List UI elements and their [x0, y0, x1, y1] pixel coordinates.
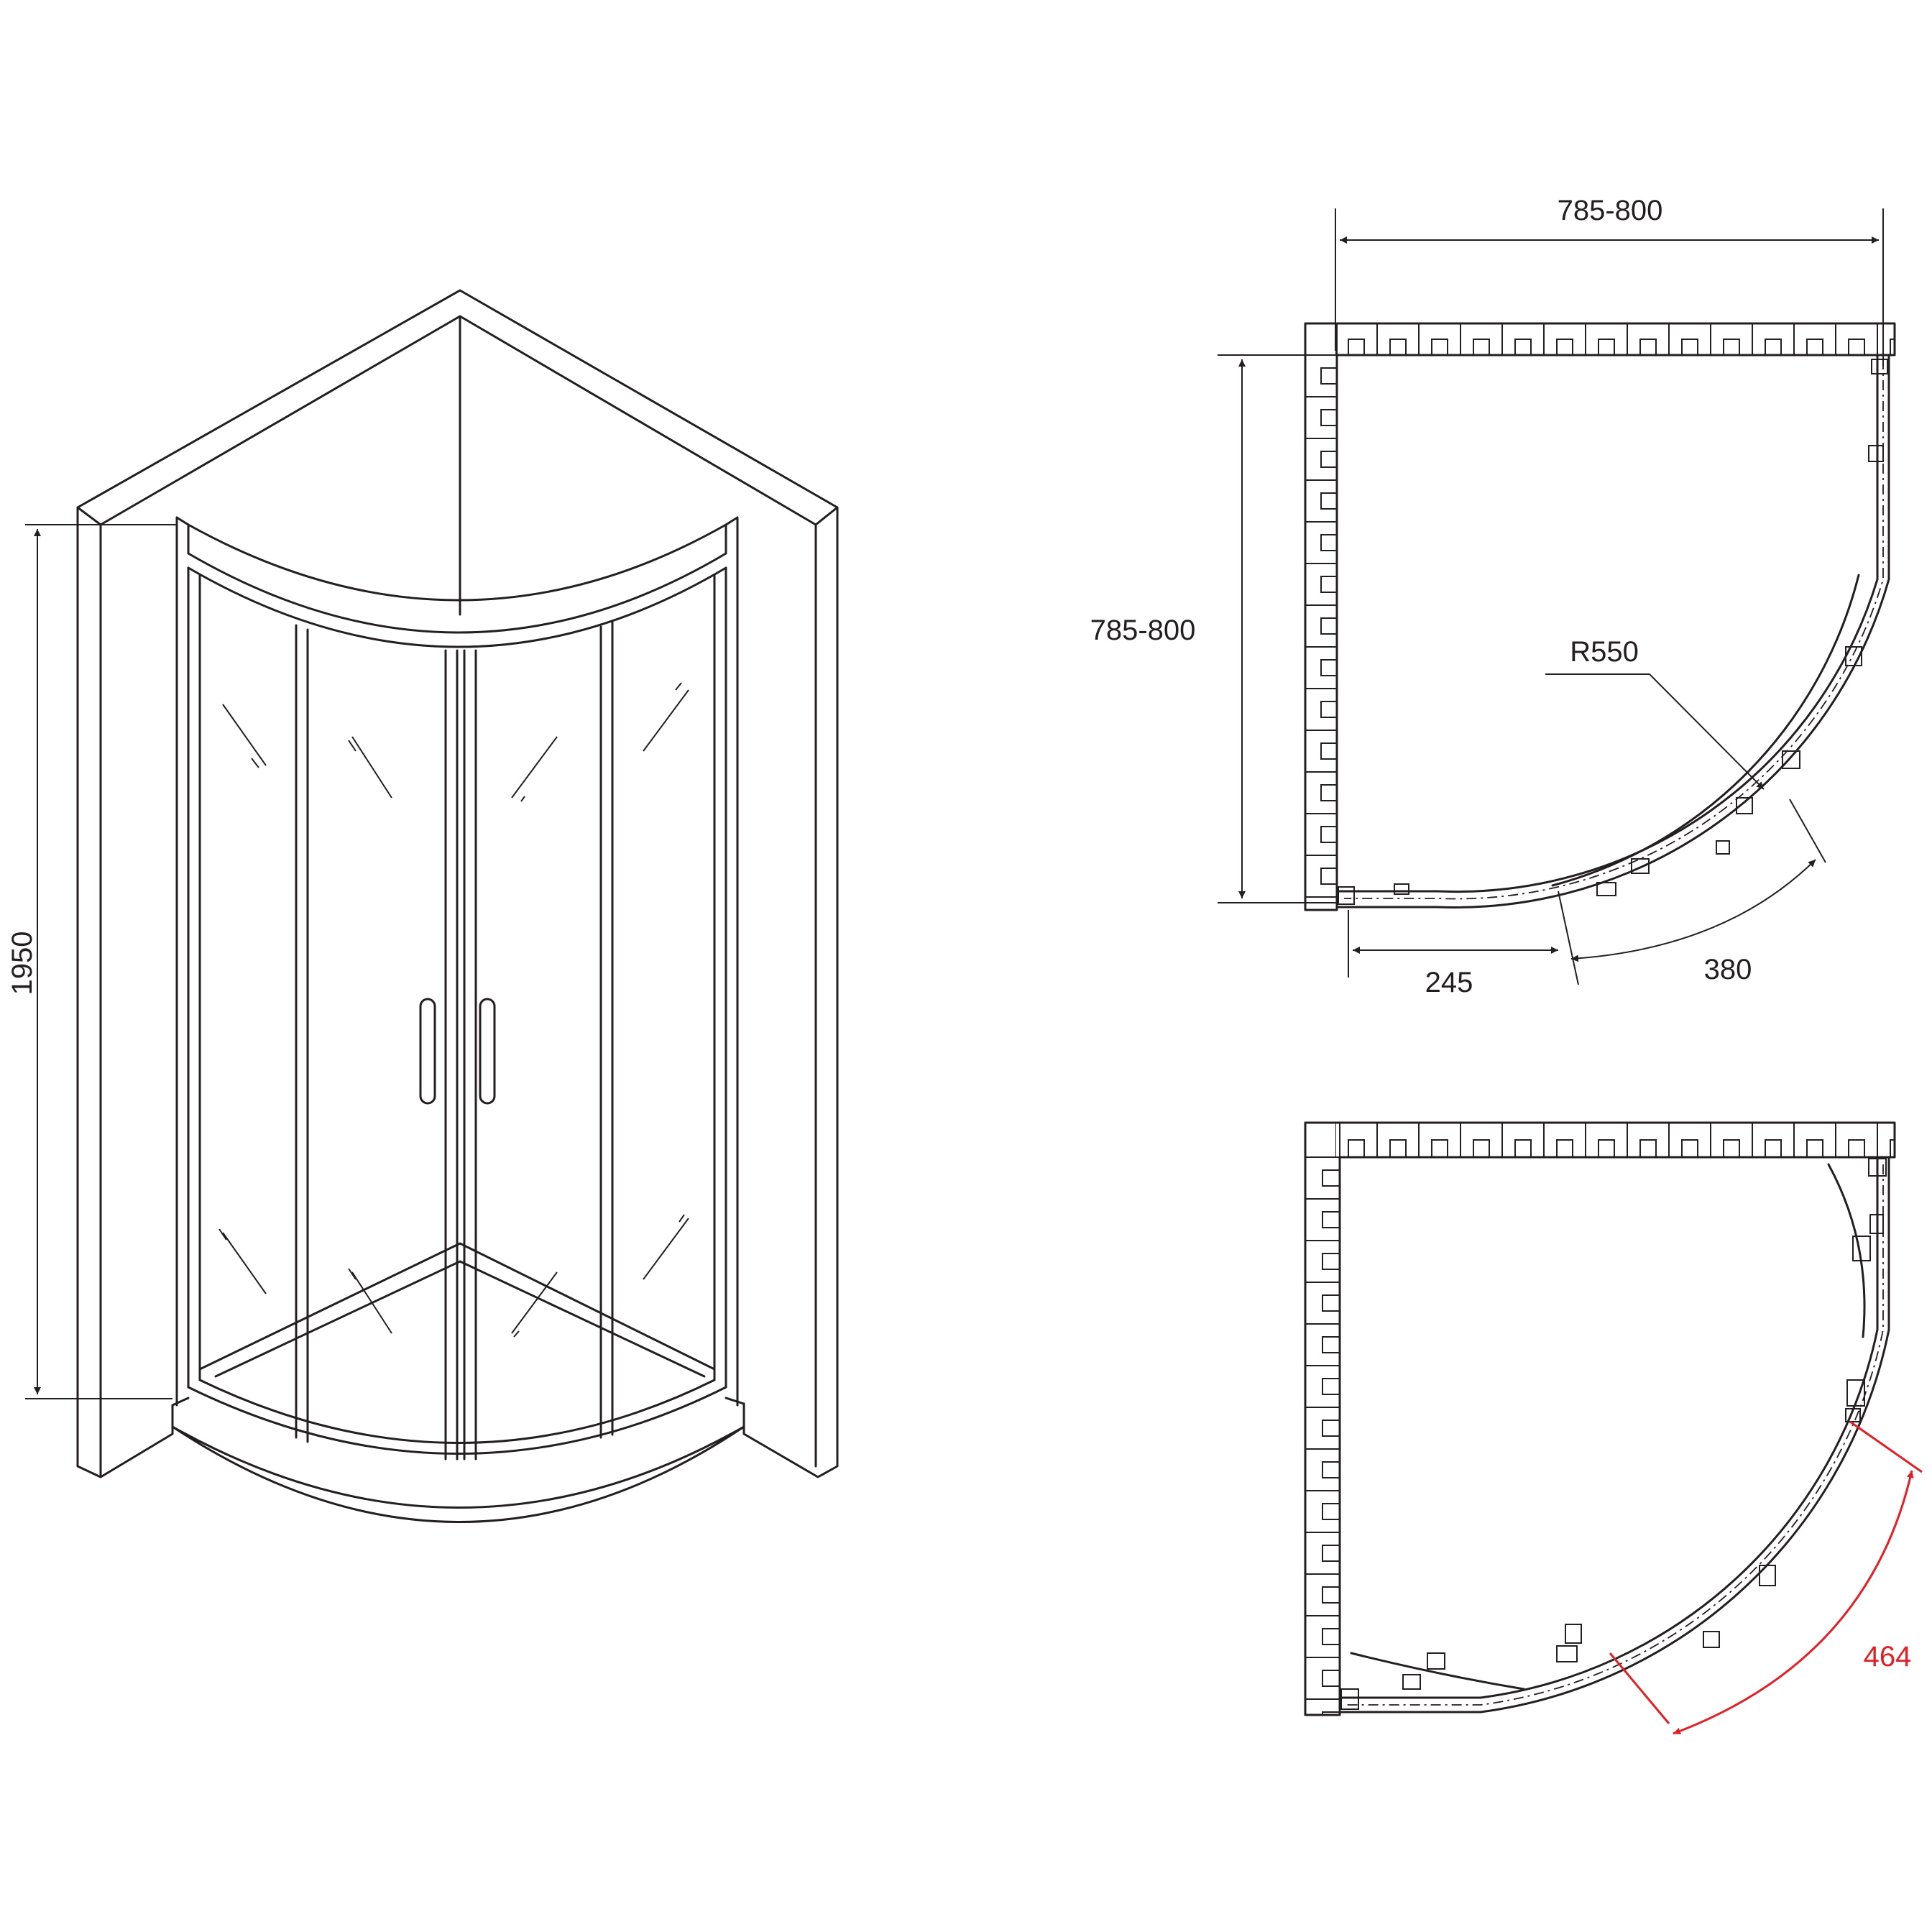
tray-inner-lines — [198, 1242, 716, 1378]
wall-inner-corner — [99, 315, 817, 616]
opening-extension-left — [1609, 1652, 1670, 1724]
arc-extension — [1789, 799, 1826, 863]
shower-tray — [171, 1397, 745, 1523]
width-dimension-label: 785-800 — [1558, 195, 1663, 226]
plan-view-bottom: 464 — [1304, 1121, 1923, 1735]
opening-dimension-arc — [1673, 1470, 1914, 1735]
bottom-profile — [187, 1379, 727, 1455]
right-door-handle — [479, 998, 496, 1105]
straight-dimension-label: 245 — [1425, 967, 1473, 998]
enclosure-centerline — [1344, 359, 1884, 900]
left-wall-tiles — [1305, 355, 1337, 910]
corner-tile — [1305, 323, 1338, 356]
arc-dimension-line — [1570, 859, 1816, 962]
radius-label: R550 — [1570, 636, 1639, 668]
depth-dimension-label: 785-800 — [1090, 615, 1196, 646]
open-door-leaf-left — [1350, 1652, 1525, 1690]
room-boundary — [1304, 322, 1896, 911]
straight-extension-right — [1558, 891, 1579, 985]
opening-extension-right — [1849, 1420, 1923, 1473]
radius-leader — [1545, 673, 1765, 790]
glass-reflection-marks — [218, 682, 689, 1338]
wall-outline — [76, 289, 839, 1478]
top-wall-tiles — [1335, 323, 1895, 355]
bottom-plan-enclosure-profile — [1340, 1157, 1890, 1714]
bottom-plan-room-boundary — [1304, 1121, 1896, 1716]
left-door-handle — [419, 998, 436, 1105]
plan-view-top: 785-800 785-800 R550 245 380 — [1090, 195, 1896, 998]
opening-dimension-label: 464 — [1864, 1641, 1912, 1673]
wall-right-face — [814, 506, 839, 1468]
bottom-plan-corner-tile — [1305, 1122, 1340, 1158]
bottom-plan-centerline — [1344, 1164, 1884, 1706]
top-profile-bottom — [187, 566, 727, 648]
top-profile-inner — [175, 516, 739, 1407]
arc-dimension-label: 380 — [1704, 954, 1752, 985]
enclosure-profile — [1337, 355, 1890, 908]
wall-left-face — [76, 506, 174, 1478]
frame-verticals — [187, 566, 727, 1460]
height-dimension-label: 1950 — [6, 932, 38, 995]
bottom-plan-top-wall-tiles — [1335, 1123, 1895, 1157]
isometric-view: 1950 — [6, 289, 839, 1523]
bottom-plan-fittings — [1340, 1158, 1887, 1710]
top-profile-outer — [175, 516, 739, 602]
open-door-leaf-right — [1827, 1163, 1866, 1338]
bottom-plan-left-wall-tiles — [1305, 1157, 1340, 1715]
fittings — [1338, 359, 1888, 905]
